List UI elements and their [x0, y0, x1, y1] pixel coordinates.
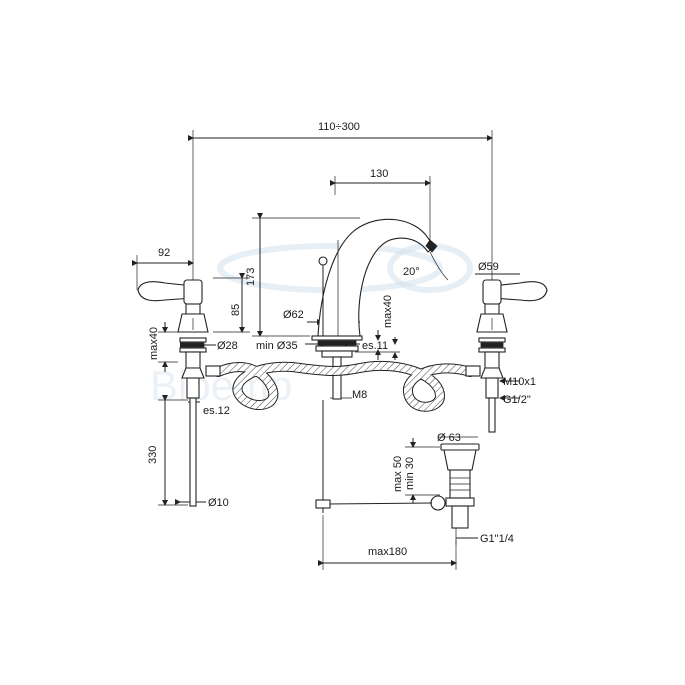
label-max-thickness-spout: max40: [382, 295, 394, 328]
label-spout-washer: es.11: [362, 340, 388, 352]
label-spout-base-diameter: Ø62: [283, 309, 304, 321]
braided-hoses: [205, 360, 481, 412]
label-waste-diameter: Ø 63: [437, 432, 461, 444]
label-center-distance: 110÷300: [318, 121, 360, 133]
label-handle-washer: es.12: [203, 405, 230, 417]
label-thread-m10: M10x1: [503, 376, 536, 388]
label-handle-reach: 92: [158, 247, 170, 259]
label-hose-length: 330: [147, 446, 159, 464]
spout: [311, 218, 438, 400]
left-handle: [137, 279, 209, 507]
label-stud-m8: M8: [352, 389, 367, 401]
label-waste-min: min 30: [404, 457, 416, 490]
label-waste-max: max 50: [392, 456, 404, 492]
label-height: 173: [245, 268, 257, 286]
label-pipe-diameter: Ø10: [208, 497, 229, 509]
label-max-thickness-handle: max40: [148, 327, 160, 360]
label-spout-angle: 20°: [403, 266, 420, 278]
label-handle-diameter: Ø59: [478, 261, 499, 273]
label-min-hole: min Ø35: [256, 340, 298, 352]
dimension-labels: 110÷300 130 92 173 20° Ø59 85 Ø62 max40 …: [147, 121, 536, 558]
pop-up-waste: [315, 400, 480, 529]
label-handle-height: 85: [230, 304, 242, 316]
label-flange-diameter: Ø28: [217, 340, 238, 352]
right-handle: [476, 279, 548, 433]
label-rod-length: max180: [368, 546, 407, 558]
label-waste-thread: G1"1/4: [480, 533, 514, 545]
label-thread-half-inch: G1/2": [503, 394, 531, 406]
label-spout-reach: 130: [370, 168, 388, 180]
